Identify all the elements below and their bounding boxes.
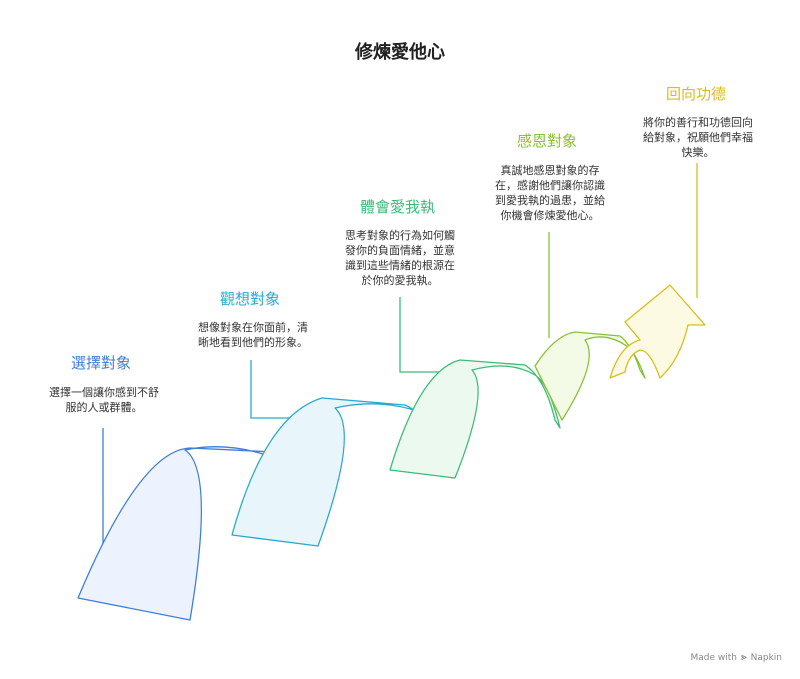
step-2-title: 觀想對象 [220, 290, 281, 308]
step-4-title: 感恩對象 [517, 132, 578, 150]
step-5-title: 回向功德 [666, 85, 727, 103]
napkin-logo-icon: ⪢ [740, 652, 747, 663]
connector-step-2 [250, 360, 300, 419]
made-with-label: Made with [690, 652, 737, 663]
step-2-desc: 想像對象在你面前，清 晰地看到他們的形象。 [198, 321, 308, 349]
step-3-title: 體會愛我執 [360, 198, 436, 216]
brand-label: Napkin [750, 652, 782, 663]
step-5-desc: 將你的善行和功德回向 給對象，祝願他們幸福 快樂。 [643, 116, 753, 159]
page-title: 修煉愛他心 [355, 42, 445, 63]
step-1-desc: 選擇一個讓你感到不舒 服的人或群體。 [49, 386, 159, 414]
made-with-footer: Made with ⪢ Napkin [690, 652, 782, 663]
ribbon-step-3 [389, 359, 561, 479]
connector-step-3 [399, 297, 440, 373]
ribbon-step-5-arrow [609, 284, 706, 379]
step-3-desc: 思考對象的行為如何觸 發你的負面情緒，並意 識到這些情緒的根源在 於你的愛我執。 [345, 229, 455, 287]
step-1-title: 選擇對象 [71, 354, 132, 372]
step-4-desc: 真誠地感恩對象的存 在，感謝他們讓你認識 到愛我執的過患，並給 你機會修煉愛他心… [495, 164, 605, 222]
